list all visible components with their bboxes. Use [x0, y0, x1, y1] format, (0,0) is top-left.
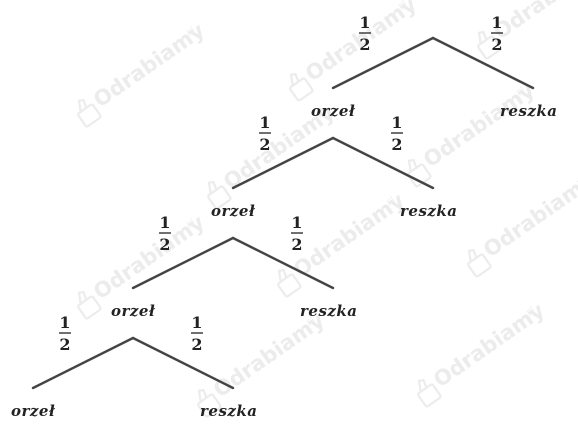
right-branch [131, 336, 235, 390]
outcome-label-left: orzeł [111, 302, 156, 320]
outcome-label-left: orzeł [211, 202, 256, 220]
fraction-denominator: 2 [359, 35, 370, 54]
fraction-numerator: 1 [359, 13, 370, 32]
left-branch [31, 336, 135, 390]
outcome-label-right: reszka [400, 202, 458, 220]
thumbs-up-pencil-icon [289, 72, 314, 102]
thumbs-up-pencil-icon [77, 290, 102, 320]
left-probability-fraction: 12 [59, 313, 71, 354]
right-branch [231, 236, 335, 290]
fraction-numerator: 1 [491, 13, 502, 32]
thumbs-up-pencil-icon [77, 98, 102, 128]
watermark: Odrabiamy.pl [477, 0, 578, 60]
watermark: Odrabiamy.pl [289, 0, 421, 102]
thumbs-up-pencil-icon [197, 388, 222, 418]
fraction-numerator: 1 [59, 313, 70, 332]
right-branch [331, 136, 435, 190]
fraction-denominator: 2 [159, 235, 170, 254]
thumbs-up-pencil-icon [207, 180, 232, 210]
left-branch [131, 236, 235, 290]
watermark-text: Odrabiamy [479, 168, 578, 262]
fraction-numerator: 1 [259, 113, 270, 132]
outcome-label-right: reszka [500, 102, 558, 120]
left-branch [231, 136, 335, 190]
watermark: Odrabiamy.pl [77, 18, 209, 128]
watermark: Odrabiamy.pl [197, 308, 329, 418]
thumbs-up-pencil-icon [477, 30, 502, 60]
watermark: Odrabiamy.pl [407, 78, 539, 188]
right-probability-fraction: 12 [191, 313, 203, 354]
fraction-denominator: 2 [259, 135, 270, 154]
outcome-label-right: reszka [200, 402, 258, 420]
left-branch [331, 36, 435, 90]
outcome-label-right: reszka [300, 302, 358, 320]
fraction-denominator: 2 [291, 235, 302, 254]
left-probability-fraction: 12 [159, 213, 171, 254]
fraction-numerator: 1 [159, 213, 170, 232]
fraction-denominator: 2 [191, 335, 202, 354]
right-probability-fraction: 12 [291, 213, 303, 254]
right-branch [431, 36, 535, 90]
left-probability-fraction: 12 [259, 113, 271, 154]
fraction-numerator: 1 [291, 213, 302, 232]
thumbs-up-pencil-icon [407, 158, 432, 188]
fraction-numerator: 1 [191, 313, 202, 332]
watermark-suffix: .pl [573, 175, 578, 188]
watermark: Odrabiamy.pl [417, 298, 549, 408]
right-probability-fraction: 12 [391, 113, 403, 154]
right-probability-fraction: 12 [491, 13, 503, 54]
fraction-denominator: 2 [59, 335, 70, 354]
left-probability-fraction: 12 [359, 13, 371, 54]
watermark: Odrabiamy.pl [467, 168, 578, 278]
outcome-label-left: orzeł [311, 102, 356, 120]
fraction-denominator: 2 [391, 135, 402, 154]
thumbs-up-pencil-icon [417, 378, 442, 408]
fraction-denominator: 2 [491, 35, 502, 54]
thumbs-up-pencil-icon [277, 268, 302, 298]
outcome-label-left: orzeł [11, 402, 56, 420]
fraction-numerator: 1 [391, 113, 402, 132]
thumbs-up-pencil-icon [467, 248, 492, 278]
